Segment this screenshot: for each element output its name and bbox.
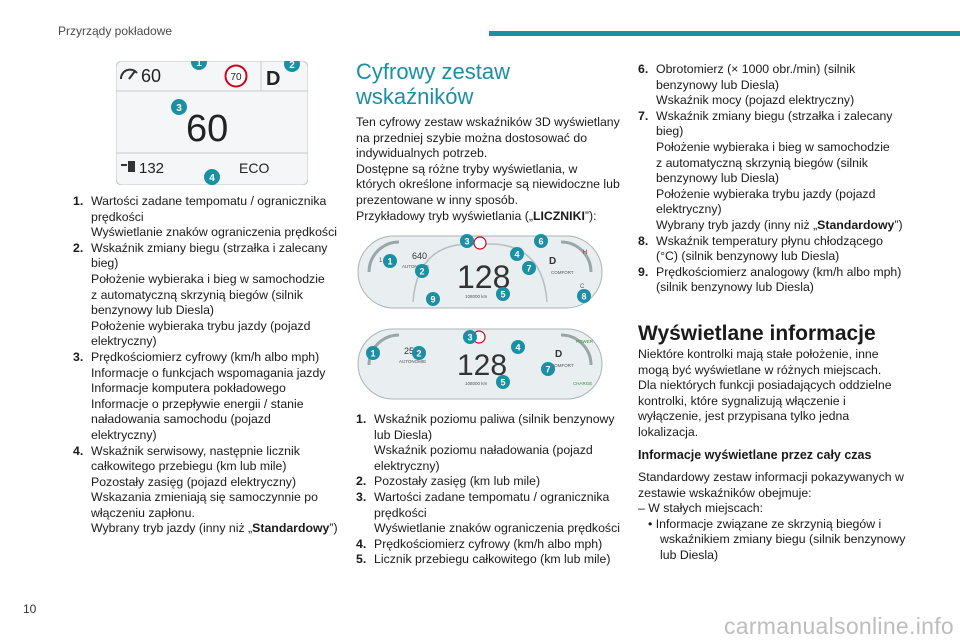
gear-letter: D bbox=[266, 68, 280, 90]
svg-text:1: 1 bbox=[196, 61, 202, 69]
callout-5 bbox=[496, 287, 510, 301]
svg-text:7: 7 bbox=[545, 365, 550, 375]
callout-3 bbox=[463, 330, 477, 344]
svg-text:4: 4 bbox=[514, 250, 519, 260]
svg-text:108000 km: 108000 km bbox=[465, 381, 488, 386]
svg-text:AUTONOMIE: AUTONOMIE bbox=[402, 264, 429, 269]
info-subheading: Informacje wyświetlane przez cały czas bbox=[638, 448, 872, 462]
callout-2 bbox=[412, 346, 426, 360]
speed-setting-value: 60 bbox=[141, 66, 161, 86]
speed-limit-value: 70 bbox=[230, 72, 242, 83]
svg-text:4: 4 bbox=[515, 343, 520, 353]
list-item: 1. Wartości zadane tempomatu / ograniczn… bbox=[73, 194, 337, 240]
callout-4: 4 bbox=[204, 169, 220, 185]
info-paragraph: Niektóre kontrolki mają stałe położenie,… bbox=[638, 347, 892, 439]
svg-text:4: 4 bbox=[209, 173, 215, 184]
fuel-pump-icon bbox=[121, 161, 135, 172]
list-item: 2. Pozostały zasięg (km lub mile) bbox=[356, 474, 541, 489]
svg-text:H: H bbox=[583, 250, 587, 256]
svg-text:8: 8 bbox=[581, 292, 586, 302]
svg-text:257: 257 bbox=[404, 346, 419, 356]
list-item: 7. Wskaźnik zmiany biegu (strzałka i zal… bbox=[638, 108, 903, 232]
list-item: 6. Obrotomierz (× 1000 obr./min) (silnik… bbox=[638, 62, 856, 108]
callout-2 bbox=[415, 264, 429, 278]
svg-text:640: 640 bbox=[412, 251, 427, 261]
callout-1 bbox=[366, 346, 380, 360]
svg-text:3: 3 bbox=[464, 237, 469, 247]
list-item: 9. Prędkościomierz analogowy (km/h albo … bbox=[638, 264, 902, 295]
page-number: 10 bbox=[23, 602, 37, 616]
svg-text:D: D bbox=[549, 256, 556, 267]
callout-3: 3 bbox=[171, 99, 187, 115]
eco-mode-label: ECO bbox=[239, 160, 269, 176]
callout-1: 1 bbox=[191, 61, 207, 70]
list-item: 3. Wartości zadane tempomatu / ograniczn… bbox=[356, 489, 620, 536]
list-item: 1. Wskaźnik poziomu paliwa (silnik benzy… bbox=[356, 412, 615, 473]
speed-limit-sign: 70 bbox=[224, 64, 248, 88]
legend-list-2: 1. Wskaźnik poziomu paliwa (silnik benzy… bbox=[356, 412, 621, 568]
callout-6 bbox=[534, 234, 548, 248]
svg-text:3: 3 bbox=[176, 103, 182, 114]
tempomat-icon bbox=[119, 68, 138, 80]
header-section-title: Przyrządy pokładowe bbox=[58, 24, 173, 38]
list-item: 4. Prędkościomierz cyfrowy (km/h albo mp… bbox=[356, 536, 603, 551]
display-diagram: 60 70 D 60 132 ECO 1 2 3 4 bbox=[116, 61, 308, 185]
svg-text:AUTONOMIE: AUTONOMIE bbox=[399, 359, 426, 364]
svg-text:1: 1 bbox=[370, 349, 375, 359]
svg-text:6: 6 bbox=[538, 237, 543, 247]
svg-text:2: 2 bbox=[416, 349, 421, 359]
svg-text:C: C bbox=[580, 284, 585, 290]
callout-4 bbox=[511, 340, 525, 354]
svg-text:COMFORT: COMFORT bbox=[551, 363, 574, 368]
callout-7 bbox=[522, 261, 536, 275]
instrument-cluster-counters: 1 640 AUTONOMIE 128 108000 km D COMFORT … bbox=[357, 234, 603, 309]
info-heading: Wyświetlane informacje bbox=[638, 322, 876, 345]
svg-text:CHARGE: CHARGE bbox=[573, 381, 592, 386]
callout-7 bbox=[541, 362, 555, 376]
svg-text:D: D bbox=[555, 349, 562, 360]
svg-text:5: 5 bbox=[500, 290, 505, 300]
callout-9 bbox=[426, 292, 440, 306]
list-item: 4. Wskaźnik serwisowy, następnie licznik… bbox=[73, 443, 338, 536]
digital-speed-value: 60 bbox=[186, 108, 228, 150]
callout-1 bbox=[383, 254, 397, 268]
callout-5 bbox=[496, 375, 510, 389]
svg-text:108000 km: 108000 km bbox=[465, 294, 488, 299]
svg-text:1: 1 bbox=[387, 257, 392, 267]
header-accent-bar bbox=[489, 31, 960, 36]
svg-text:7: 7 bbox=[526, 264, 531, 274]
callout-8 bbox=[577, 289, 591, 303]
legend-list-1: 1. Wartości zadane tempomatu / ograniczn… bbox=[73, 194, 338, 537]
svg-text:9: 9 bbox=[430, 295, 435, 305]
callout-4 bbox=[510, 247, 524, 261]
intro-paragraph: Ten cyfrowy zestaw wskaźników 3D wyświet… bbox=[356, 115, 620, 223]
list-item: 3. Prędkościomierz cyfrowy (km/h albo mp… bbox=[73, 349, 326, 442]
callout-2: 2 bbox=[284, 61, 300, 72]
svg-text:2: 2 bbox=[419, 267, 424, 277]
legend-list-3: 6. Obrotomierz (× 1000 obr./min) (silnik… bbox=[638, 62, 908, 296]
svg-text:POWER: POWER bbox=[576, 339, 594, 344]
instrument-cluster-electric: 257 AUTONOMIE 128 108000 km D COMFORT PO… bbox=[357, 328, 603, 400]
list-item: 8. Wskaźnik temperatury płynu chłodząceg… bbox=[638, 233, 883, 264]
svg-text:COMFORT: COMFORT bbox=[551, 270, 574, 275]
svg-text:3: 3 bbox=[467, 333, 472, 343]
svg-text:5: 5 bbox=[500, 378, 505, 388]
list-item: 5. Licznik przebiegu całkowitego (km lub… bbox=[356, 552, 611, 567]
svg-text:2: 2 bbox=[289, 61, 295, 71]
callout-3 bbox=[460, 234, 474, 248]
svg-text:1: 1 bbox=[379, 258, 383, 264]
list-item: 2. Wskaźnik zmiany biegu (strzałka i zal… bbox=[73, 240, 328, 349]
watermark: carmanualsonline.info bbox=[723, 613, 954, 639]
info-paragraph-2: Standardowy zestaw informacji pokazywany… bbox=[638, 470, 906, 562]
range-value: 132 bbox=[139, 160, 164, 177]
